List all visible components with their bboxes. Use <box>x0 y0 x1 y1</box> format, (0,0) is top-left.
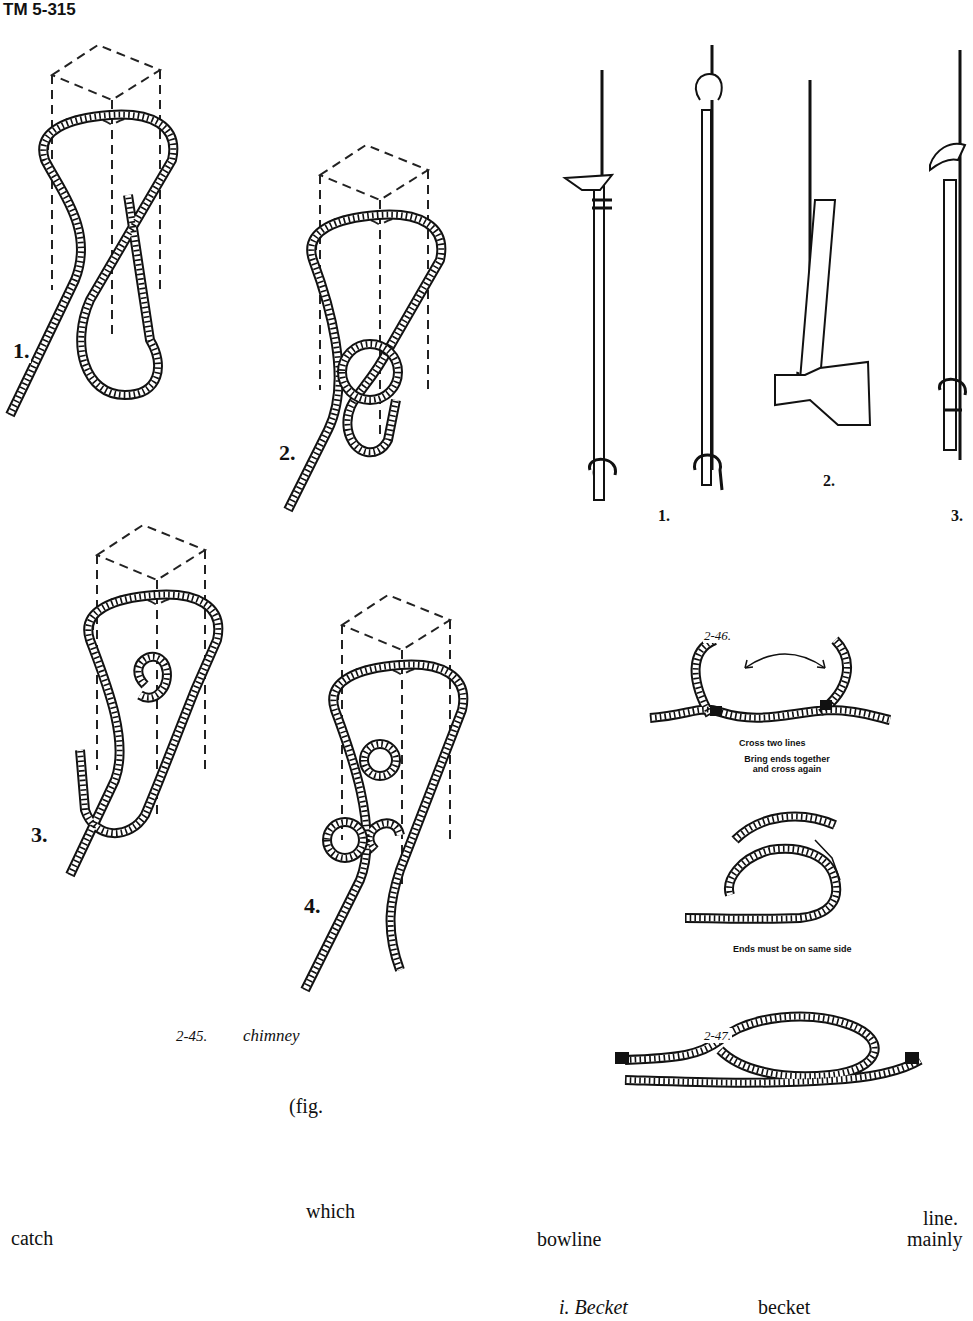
label-holder: 2-46. <box>703 628 732 644</box>
label-holder: 2. <box>278 440 297 466</box>
label-holder: 1. <box>657 507 671 525</box>
instruction-text: Cross two lines <box>738 738 807 748</box>
body-text: catch <box>10 1227 54 1249</box>
instruction-text: Ends must be on same side <box>732 944 853 954</box>
body-text: (fig. <box>288 1095 324 1117</box>
label-holder: TM 5-315 <box>2 0 77 20</box>
step-number: 3. <box>30 822 49 847</box>
body-text: bowline <box>536 1228 602 1250</box>
body-text: which <box>305 1200 356 1222</box>
label-holder: 2-45. <box>175 1028 208 1045</box>
figure-number: 2-46. <box>703 628 732 643</box>
label-holder: Ends must be on same side <box>732 944 853 954</box>
step-number: 1. <box>12 338 31 363</box>
paragraph-heading: i. Becket <box>558 1296 629 1318</box>
label-holder: Bring ends together and cross again <box>737 754 837 775</box>
label-holder: bowline <box>536 1228 602 1251</box>
body-text: line. <box>922 1207 959 1229</box>
label-holder: catch <box>10 1227 54 1250</box>
step-number: 4. <box>303 893 322 918</box>
label-holder: 3. <box>950 507 964 525</box>
figure-number: 2-45. <box>175 1028 208 1044</box>
step-number: 2. <box>278 440 297 465</box>
page-header: TM 5-315 <box>2 0 77 19</box>
step-number: 1. <box>657 507 671 524</box>
body-text: becket <box>757 1296 811 1318</box>
label-holder: becket <box>757 1296 811 1319</box>
label-holder: which <box>305 1200 356 1223</box>
label-holder: Cross two lines <box>738 738 807 748</box>
step-number: 2. <box>822 472 836 489</box>
body-text: mainly <box>906 1228 964 1250</box>
caption-text: chimney <box>242 1026 301 1045</box>
label-holder: 2. <box>822 472 836 490</box>
label-holder: 4. <box>303 893 322 919</box>
label-holder: line. <box>922 1207 959 1230</box>
label-holder: mainly <box>906 1228 964 1251</box>
label-holder: 2-47. <box>703 1028 732 1044</box>
step-number: 3. <box>950 507 964 524</box>
label-holder: i. Becket <box>558 1296 629 1319</box>
label-holder: 1. <box>12 338 31 364</box>
label-holder: 3. <box>30 822 49 848</box>
figure-number: 2-47. <box>703 1028 732 1043</box>
label-holder: (fig. <box>288 1095 324 1118</box>
label-holder: chimney <box>242 1026 301 1046</box>
instruction-text: Bring ends together and cross again <box>737 754 837 775</box>
